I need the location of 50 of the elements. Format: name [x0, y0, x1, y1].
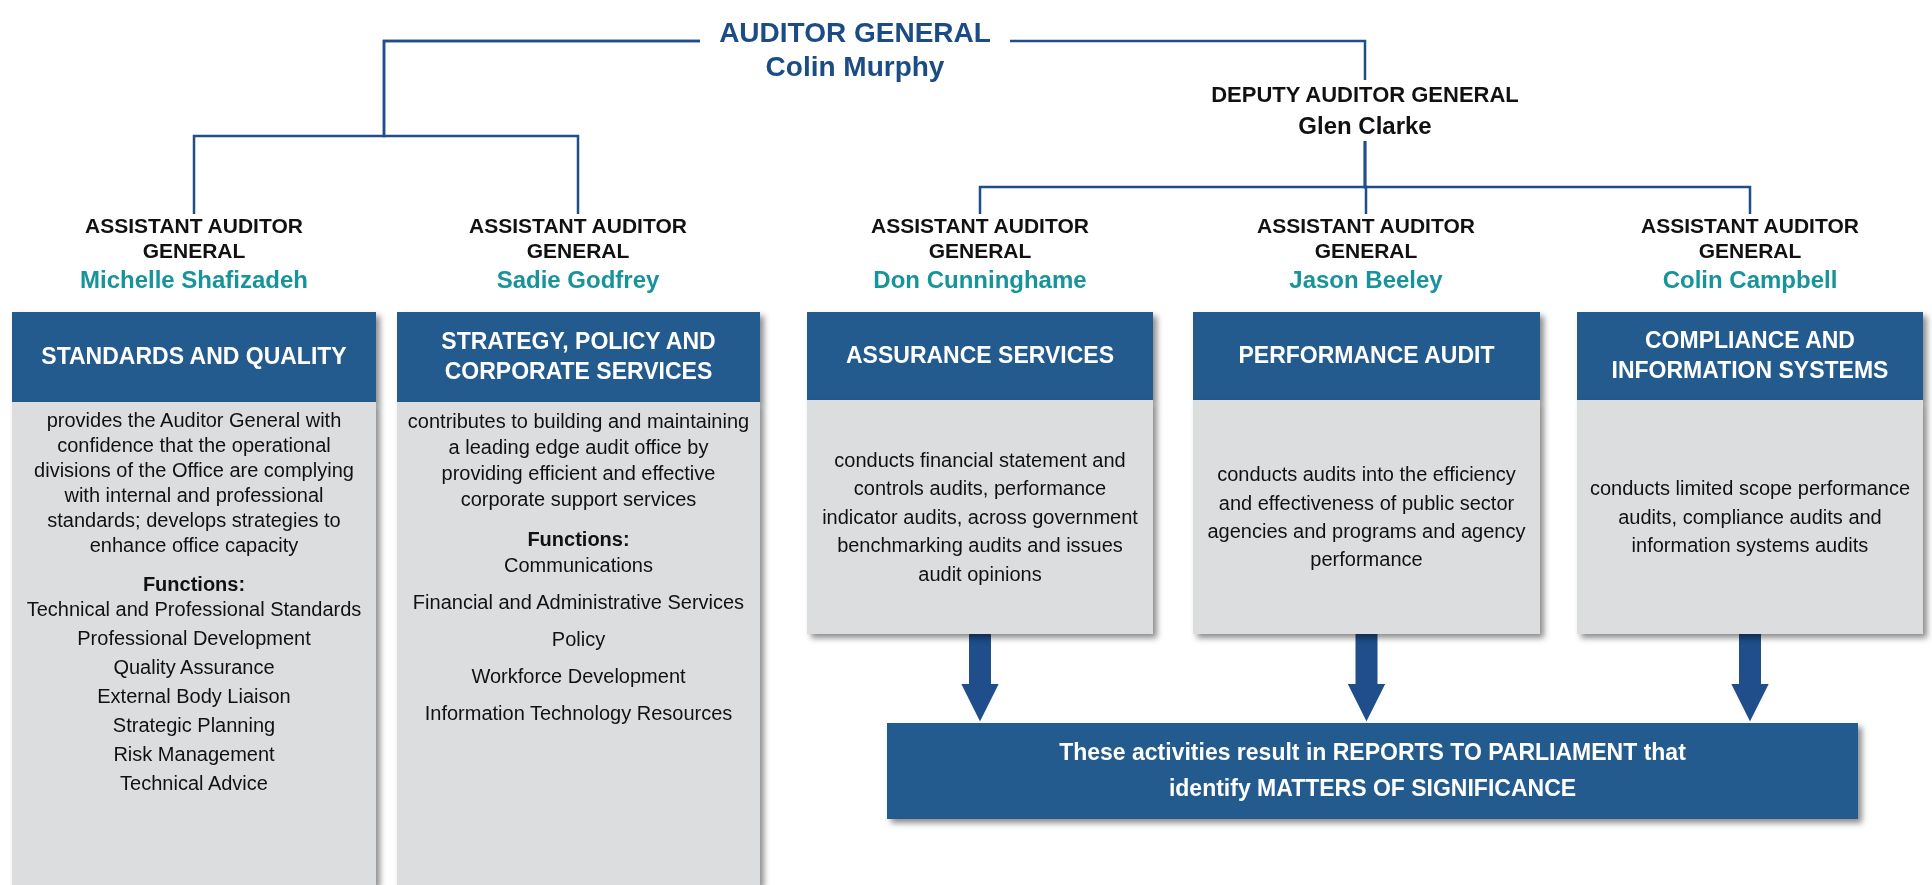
- description-panel: [807, 400, 1153, 634]
- function-item: Technical Advice: [120, 771, 268, 796]
- division-header-box: COMPLIANCE AND INFORMATION SYSTEMS: [1577, 312, 1923, 400]
- role-title: ASSISTANT AUDITOR GENERAL: [1256, 214, 1476, 264]
- function-item: Strategic Planning: [112, 713, 276, 738]
- role-title: ASSISTANT AUDITOR GENERAL: [1640, 214, 1860, 264]
- down-arrow: [961, 634, 999, 722]
- function-item: External Body Liaison: [97, 684, 291, 709]
- description-panel: [397, 402, 760, 885]
- function-item: Information Technology Resources: [424, 701, 733, 726]
- role-title: AUDITOR GENERAL: [718, 16, 992, 50]
- description-panel: [1193, 400, 1540, 634]
- division-header-box: STANDARDS AND QUALITY: [12, 312, 376, 402]
- description-text: conducts limited scope performance audits, compliance audits and information systems audits: [1588, 476, 1912, 559]
- role-title: ASSISTANT AUDITOR GENERAL: [870, 214, 1090, 264]
- function-item: Risk Management: [113, 742, 275, 767]
- connector-line: [1363, 140, 1752, 214]
- function-item: Workforce Development: [471, 664, 686, 689]
- person-name: Colin Campbell: [1661, 264, 1839, 295]
- function-item: Communications: [504, 553, 653, 578]
- description-panel: [12, 402, 376, 885]
- function-item: Policy: [551, 627, 606, 652]
- division-header-box: ASSURANCE SERVICES: [807, 312, 1153, 400]
- description-panel: [1577, 400, 1923, 634]
- down-arrow: [1347, 634, 1386, 722]
- person-name: Glen Clarke: [1297, 110, 1433, 141]
- description-text: contributes to building and maintaining a leading edge audit office by providing efficient and effective corporate support services: [407, 409, 750, 512]
- description-text: conducts audits into the efficiency and effectiveness of public sector agencies and programs and agency performance: [1206, 462, 1527, 573]
- division-header-box: PERFORMANCE AUDIT: [1193, 312, 1540, 400]
- person-name: Jason Beeley: [1288, 264, 1444, 295]
- role-title: DEPUTY AUDITOR GENERAL: [1210, 81, 1520, 109]
- role-title: ASSISTANT AUDITOR GENERAL: [84, 214, 304, 264]
- description-text: conducts financial statement and controls audits, performance indicator audits, across government benchmarking audits and issues audit opinions: [821, 448, 1139, 587]
- person-name: Don Cunninghame: [872, 264, 1088, 295]
- down-arrow: [1731, 634, 1769, 722]
- connector-line: [1010, 39, 1367, 80]
- division-header-box: STRATEGY, POLICY AND CORPORATE SERVICES: [397, 312, 760, 402]
- summary-box: These activities result in REPORTS TO PARLIAMENT that identify MATTERS OF SIGNIFICANCE: [887, 723, 1858, 819]
- function-item: Financial and Administrative Services: [412, 590, 745, 615]
- functions-heading: Functions:: [527, 527, 630, 552]
- person-name: Sadie Godfrey: [495, 264, 661, 295]
- function-item: Professional Development: [77, 626, 311, 651]
- description-text: provides the Auditor General with confidence that the operational divisions of the Office are complying with internal and professional standards; develops strategies to enhance office capacity: [33, 408, 355, 558]
- function-item: Quality Assurance: [113, 655, 275, 680]
- function-item: Technical and Professional Standards: [26, 597, 362, 622]
- person-name: Colin Murphy: [764, 49, 946, 84]
- functions-heading: Functions:: [142, 572, 246, 597]
- role-title: ASSISTANT AUDITOR GENERAL: [468, 214, 688, 264]
- connector-line: [382, 39, 700, 214]
- person-name: Michelle Shafizadeh: [78, 264, 310, 295]
